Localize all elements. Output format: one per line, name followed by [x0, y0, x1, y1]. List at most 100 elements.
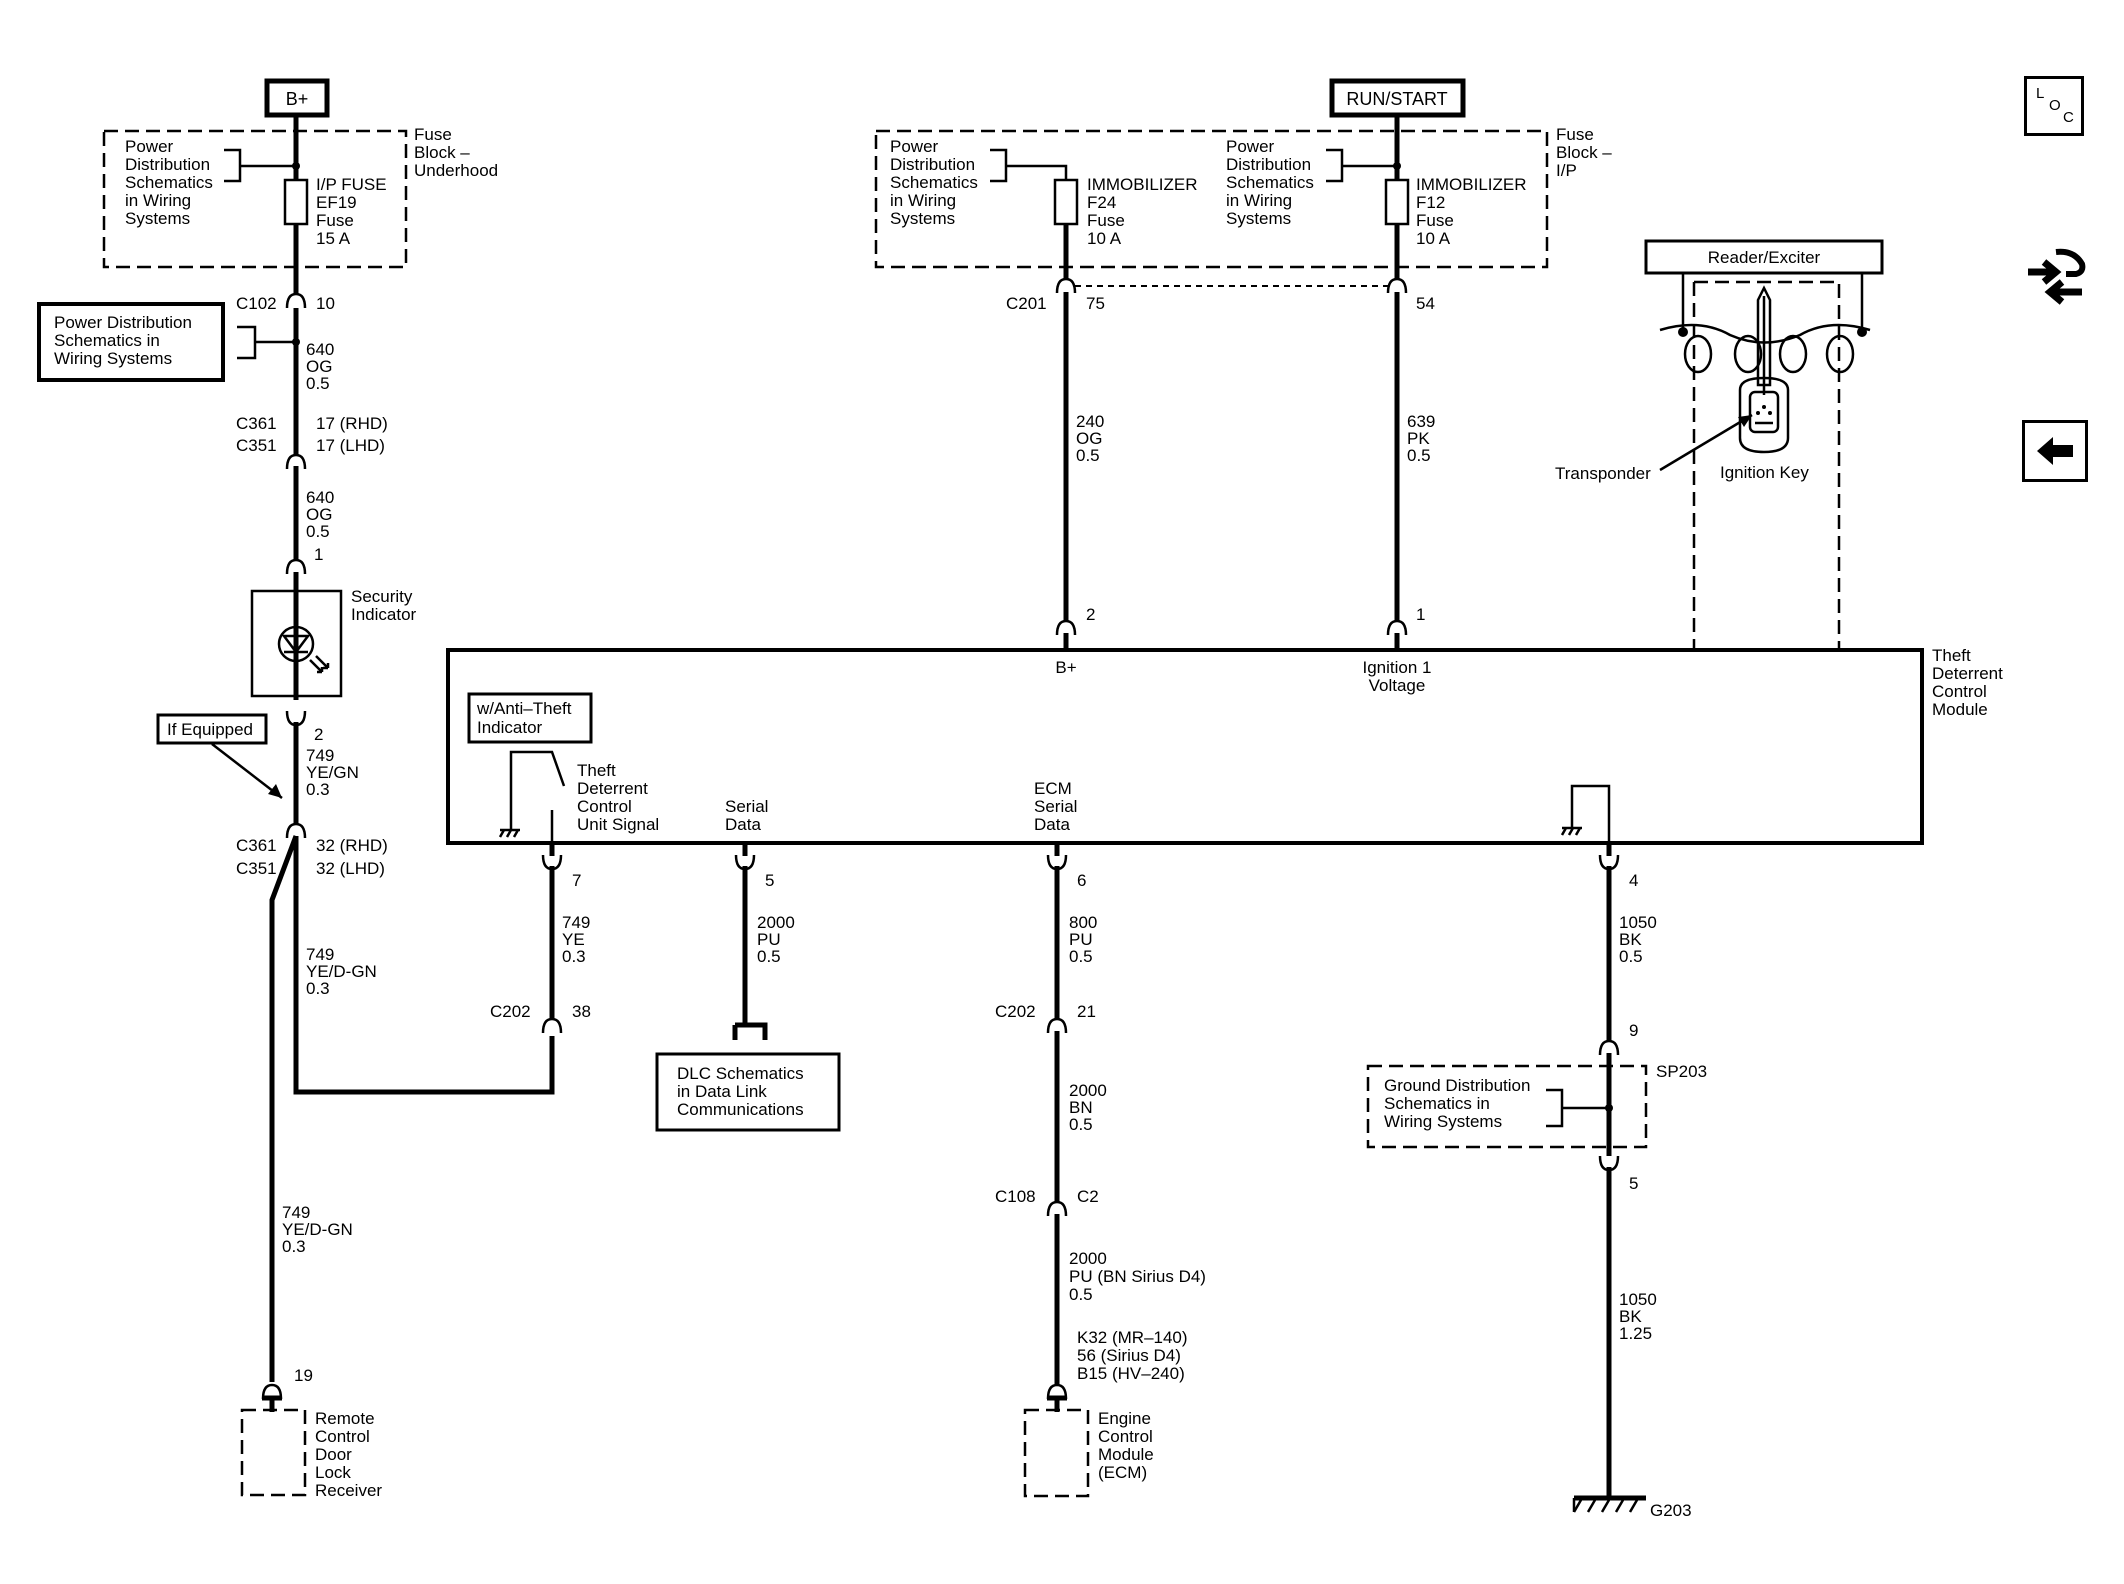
- svg-text:Data: Data: [725, 815, 761, 834]
- svg-text:Distribution: Distribution: [890, 155, 975, 174]
- svg-text:EF19: EF19: [316, 193, 357, 212]
- svg-text:Schematics: Schematics: [890, 173, 978, 192]
- reader-exciter: Reader/Exciter: [1644, 239, 1884, 374]
- svg-text:Fuse: Fuse: [1556, 125, 1594, 144]
- svg-text:10 A: 10 A: [1087, 229, 1122, 248]
- svg-text:DLC Schematics: DLC Schematics: [677, 1064, 804, 1083]
- svg-text:RUN/START: RUN/START: [1346, 89, 1447, 109]
- location-button[interactable]: L O C: [2024, 76, 2084, 136]
- serial-data-label: Serial Data: [725, 797, 768, 834]
- svg-text:749: 749: [306, 945, 334, 964]
- svg-text:Communications: Communications: [677, 1100, 804, 1119]
- svg-text:4: 4: [1629, 871, 1638, 890]
- svg-text:OG: OG: [306, 505, 332, 524]
- svg-text:Schematics: Schematics: [125, 173, 213, 192]
- connector-c108: C108 C2: [995, 1187, 1099, 1218]
- loc-o: O: [2049, 97, 2061, 114]
- svg-text:Wiring Systems: Wiring Systems: [54, 349, 172, 368]
- ignition-key: Ignition Key: [1720, 285, 1809, 482]
- wire-640-a: 640 OG 0.5: [306, 340, 334, 393]
- pd-ref-ip-2[interactable]: Power Distribution Schematics in Wiring …: [1226, 137, 1314, 228]
- dlc-reference-box[interactable]: DLC Schematics in Data Link Communicatio…: [655, 1052, 841, 1132]
- svg-text:C201: C201: [1006, 294, 1047, 313]
- svg-text:Schematics in: Schematics in: [54, 331, 160, 350]
- svg-text:Data: Data: [1034, 815, 1070, 834]
- fuse-block-ip-label: Fuse Block – I/P: [1556, 125, 1612, 180]
- ecm-serial-data-label: ECM Serial Data: [1034, 779, 1077, 834]
- svg-text:Reader/Exciter: Reader/Exciter: [1708, 248, 1821, 267]
- svg-text:Fuse: Fuse: [1087, 211, 1125, 230]
- svg-text:640: 640: [306, 340, 334, 359]
- wire-2000-pu-sirius: 2000 PU (BN Sirius D4) 0.5: [1069, 1249, 1206, 1304]
- ground-distribution-ref[interactable]: Ground Distribution Schematics in Wiring…: [1384, 1076, 1530, 1131]
- svg-text:0.5: 0.5: [306, 522, 330, 541]
- svg-text:Module: Module: [1098, 1445, 1154, 1464]
- fuse-block-underhood: [102, 129, 408, 269]
- svg-text:749: 749: [562, 913, 590, 932]
- svg-text:Engine: Engine: [1098, 1409, 1151, 1428]
- loc-c: C: [2063, 109, 2074, 126]
- remote-control-door-lock-receiver: 19 Remote Control Door Lock Receiver: [240, 1366, 382, 1500]
- svg-text:Module: Module: [1932, 700, 1988, 719]
- fuse-ef19: I/P FUSE EF19 Fuse 15 A: [283, 175, 387, 248]
- back-button[interactable]: [2022, 420, 2088, 482]
- svg-text:5: 5: [1629, 1174, 1638, 1193]
- svg-text:1050: 1050: [1619, 913, 1657, 932]
- fuse-block-ip: [874, 129, 1549, 269]
- if-equipped-note: If Equipped: [156, 713, 283, 799]
- svg-text:1.25: 1.25: [1619, 1324, 1652, 1343]
- svg-text:Systems: Systems: [125, 209, 190, 228]
- svg-text:C202: C202: [490, 1002, 531, 1021]
- svg-text:Fuse: Fuse: [316, 211, 354, 230]
- wire-749-ye: 749 YE 0.3: [562, 913, 590, 966]
- svg-text:PU: PU: [757, 930, 781, 949]
- svg-text:Indicator: Indicator: [351, 605, 417, 624]
- svg-text:0.3: 0.3: [562, 947, 586, 966]
- svg-text:Door: Door: [315, 1445, 352, 1464]
- svg-text:2000: 2000: [1069, 1081, 1107, 1100]
- svg-text:639: 639: [1407, 412, 1435, 431]
- svg-text:Block –: Block –: [414, 143, 470, 162]
- connector-route-button[interactable]: [2022, 240, 2088, 318]
- loc-l: L: [2036, 85, 2045, 102]
- pd-ref-underhood[interactable]: Power Distribution Schematics in Wiring …: [125, 137, 213, 228]
- svg-text:2000: 2000: [757, 913, 795, 932]
- svg-text:BK: BK: [1619, 1307, 1642, 1326]
- svg-text:Deterrent: Deterrent: [577, 779, 648, 798]
- svg-text:Power Distribution: Power Distribution: [54, 313, 192, 332]
- svg-text:Receiver: Receiver: [315, 1481, 382, 1500]
- svg-text:2000: 2000: [1069, 1249, 1107, 1268]
- svg-text:Voltage: Voltage: [1369, 676, 1426, 695]
- connector-c361-c351-b: C361 C351 32 (RHD) 32 (LHD): [236, 836, 388, 878]
- svg-text:Indicator: Indicator: [477, 718, 543, 737]
- ground-g203: G203: [1572, 1495, 1692, 1520]
- svg-text:Theft: Theft: [577, 761, 616, 780]
- svg-text:Serial: Serial: [725, 797, 768, 816]
- svg-text:1: 1: [314, 545, 323, 564]
- wire-1050-a: 1050 BK 0.5: [1619, 913, 1657, 966]
- svg-text:If Equipped: If Equipped: [167, 720, 253, 739]
- svg-text:15 A: 15 A: [316, 229, 351, 248]
- pd-ref-ip-1[interactable]: Power Distribution Schematics in Wiring …: [890, 137, 978, 228]
- svg-text:YE/GN: YE/GN: [306, 763, 359, 782]
- svg-text:Control: Control: [1932, 682, 1987, 701]
- svg-text:w/Anti–Theft: w/Anti–Theft: [476, 699, 572, 718]
- wire-749-ye-gn: 749 YE/GN 0.3: [306, 746, 359, 799]
- svg-text:Security: Security: [351, 587, 413, 606]
- theft-deterrent-control-module: B+ Ignition 1 Voltage Theft Deterrent Co…: [446, 646, 2003, 845]
- wire-639: 639 PK 0.5: [1407, 412, 1435, 465]
- svg-text:Power: Power: [125, 137, 174, 156]
- svg-text:Ignition Key: Ignition Key: [1720, 463, 1809, 482]
- svg-text:5: 5: [765, 871, 774, 890]
- svg-text:Wiring Systems: Wiring Systems: [1384, 1112, 1502, 1131]
- wire-640-b: 640 OG 0.5: [306, 488, 334, 541]
- svg-text:6: 6: [1077, 871, 1086, 890]
- svg-text:Underhood: Underhood: [414, 161, 498, 180]
- svg-text:OG: OG: [1076, 429, 1102, 448]
- pd-box-left[interactable]: Power Distribution Schematics in Wiring …: [37, 302, 225, 382]
- svg-text:K32 (MR–140): K32 (MR–140): [1077, 1328, 1188, 1347]
- svg-text:9: 9: [1629, 1021, 1638, 1040]
- connector-c201: C201 75 54: [1006, 277, 1435, 313]
- svg-text:Fuse: Fuse: [414, 125, 452, 144]
